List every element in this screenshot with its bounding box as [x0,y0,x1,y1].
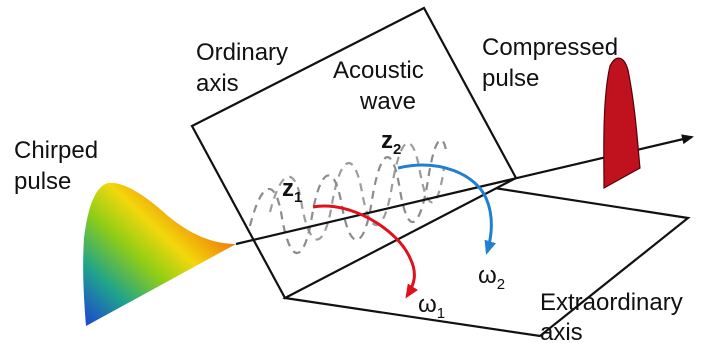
acoustic-wave [248,138,448,254]
acoustic-wave-back [268,142,446,241]
compressed-pulse-label-line2: pulse [482,65,539,92]
z1-label: z1 [282,175,302,206]
chirped-label-line2: pulse [14,168,71,195]
ordinary-axis-label-line2: axis [196,70,239,97]
chirped-label-line1: Chirped [14,137,98,164]
omega1-label: ω1 [418,291,445,322]
chirped-pulse [83,182,236,326]
ordinary-axis-label-line1: Ordinary [196,39,288,66]
z2-label: z2 [381,127,401,158]
extraordinary-axis-label-line2: axis [540,319,583,346]
compressed-pulse [603,57,641,190]
omega1-arrow [312,204,418,299]
acoustic-wave-label-line1: Acoustic [333,57,424,84]
extraordinary-axis-label-line1: Extraordinary [540,289,683,316]
omega2-arrow [397,163,497,255]
acoustic-wave-label-line2: wave [359,88,416,115]
compressed-pulse-label-line1: Compressed [482,34,618,61]
omega2-label: ω2 [478,262,505,293]
